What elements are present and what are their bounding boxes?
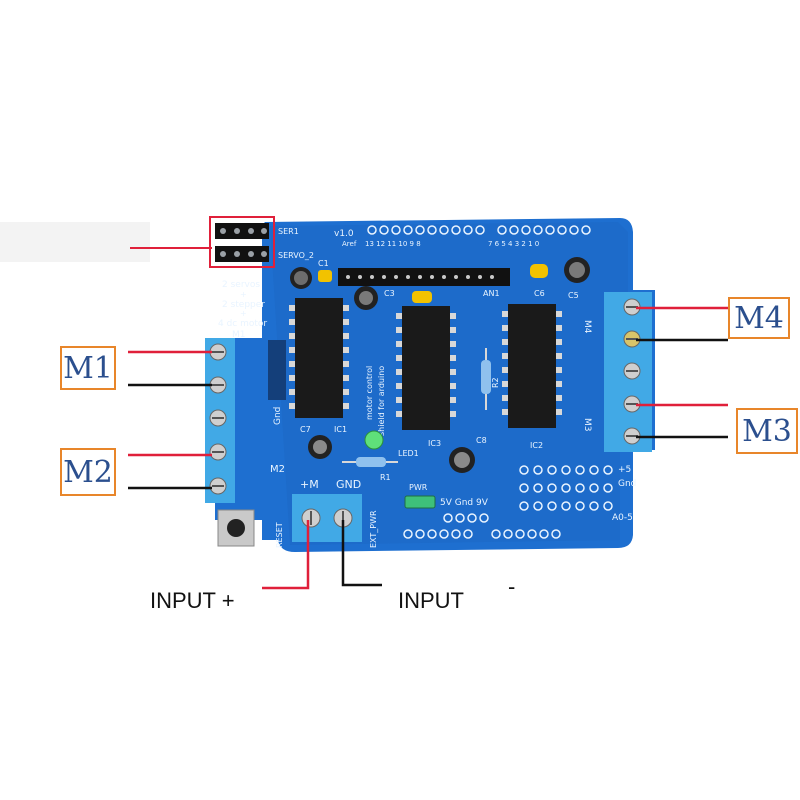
plus2-label: + xyxy=(240,309,247,318)
pwr-label: PWR xyxy=(409,483,428,492)
servo-header-outline xyxy=(209,216,275,268)
c5-label: C5 xyxy=(568,291,579,300)
ic3-chip xyxy=(396,306,456,430)
shield-for-label: shield for arduino xyxy=(377,366,386,436)
motor-control-label: motor control xyxy=(365,366,374,420)
plus-m-label: +M xyxy=(300,478,319,491)
an1-label: AN1 xyxy=(483,289,500,298)
r2-label: R2 xyxy=(491,377,500,388)
ext-pwr-label: EXT_PWR xyxy=(369,510,378,548)
m2-callout: M2 xyxy=(60,448,116,496)
analog-header-grid xyxy=(519,465,613,511)
power-pins-label: 5V Gnd 9V xyxy=(440,498,489,508)
power-terminal-screws xyxy=(301,508,353,528)
capacitor-c3 xyxy=(354,286,378,310)
m3-callout-text: M3 xyxy=(742,413,792,449)
m3-board-label: M3 xyxy=(582,418,592,432)
stepper-label: 2 stepper xyxy=(222,300,265,310)
gnd-right-label: Gnd xyxy=(618,479,636,489)
capacitor-c1-small xyxy=(318,270,332,282)
resistor-r2 xyxy=(481,348,491,410)
ic1-label: IC1 xyxy=(334,425,347,434)
capacitor-c5 xyxy=(564,257,590,283)
background-smudge xyxy=(0,222,150,262)
m4-callout: M4 xyxy=(728,297,790,339)
capacitor-c3-small xyxy=(412,291,432,303)
right-terminal-screws xyxy=(623,298,641,445)
reset-label: RESET xyxy=(275,522,284,548)
left-side-header xyxy=(268,340,286,400)
servo2-label: SERVO_2 xyxy=(278,251,314,260)
m4-board-label: M4 xyxy=(582,320,592,334)
version-label: v1.0 xyxy=(334,229,354,239)
gnd-left-label: Gnd xyxy=(273,407,283,425)
m1-board-label: M1 xyxy=(232,330,246,340)
digital-pins2-label: 7 6 5 4 3 2 1 0 xyxy=(488,240,539,248)
reset-button xyxy=(217,509,255,547)
input-minus-wire xyxy=(341,520,382,587)
socket-top-pins xyxy=(346,275,494,279)
top-header-holes xyxy=(367,225,591,235)
ic-socket-top xyxy=(338,268,510,286)
ic3-label: IC3 xyxy=(428,439,441,448)
pwr-jumper xyxy=(404,495,436,509)
c1-label: C1 xyxy=(318,259,329,268)
dc-motor-label: 4 dc motor xyxy=(218,319,267,329)
m1-callout: M1 xyxy=(60,346,116,390)
gnd-label: GND xyxy=(336,478,361,491)
digital-pins-label: 13 12 11 10 9 8 xyxy=(365,240,421,248)
m2-board-label: M2 xyxy=(270,464,285,475)
resistor-r1 xyxy=(342,457,398,467)
c8-label: C8 xyxy=(476,436,487,445)
plus1-label: + xyxy=(240,290,247,299)
input-minus-label: INPUT xyxy=(398,588,464,613)
bottom-header-holes xyxy=(403,513,561,539)
ser1-label: SER1 xyxy=(278,227,299,236)
ic1-chip xyxy=(289,298,349,418)
capacitor-c7 xyxy=(308,435,332,459)
led1-label: LED1 xyxy=(398,449,419,458)
input-plus-label: INPUT + xyxy=(150,588,235,613)
servo-header-pins xyxy=(215,223,269,262)
capacitor-c6 xyxy=(530,264,548,278)
aref-label: Aref xyxy=(342,240,357,248)
capacitor-c1 xyxy=(290,267,312,289)
plus5-label: +5 xyxy=(618,465,631,475)
input-plus-wire xyxy=(262,520,310,590)
c6-label: C6 xyxy=(534,289,545,298)
left-terminal-screws xyxy=(209,343,227,495)
led1-green xyxy=(364,430,384,450)
c3-label: C3 xyxy=(384,289,395,298)
servos-label: 2 servos xyxy=(222,280,260,290)
r1-label: R1 xyxy=(380,473,391,482)
m1-callout-text: M1 xyxy=(63,350,113,386)
a05-label: A0-5 xyxy=(612,513,633,523)
m2-callout-text: M2 xyxy=(63,454,113,490)
m4-callout-text: M4 xyxy=(734,300,784,336)
ic2-chip xyxy=(502,304,562,428)
input-minus-sign: - xyxy=(508,574,516,599)
m3-callout: M3 xyxy=(736,408,798,454)
c7-label: C7 xyxy=(300,425,311,434)
ic2-label: IC2 xyxy=(530,441,543,450)
capacitor-c8 xyxy=(449,447,475,473)
